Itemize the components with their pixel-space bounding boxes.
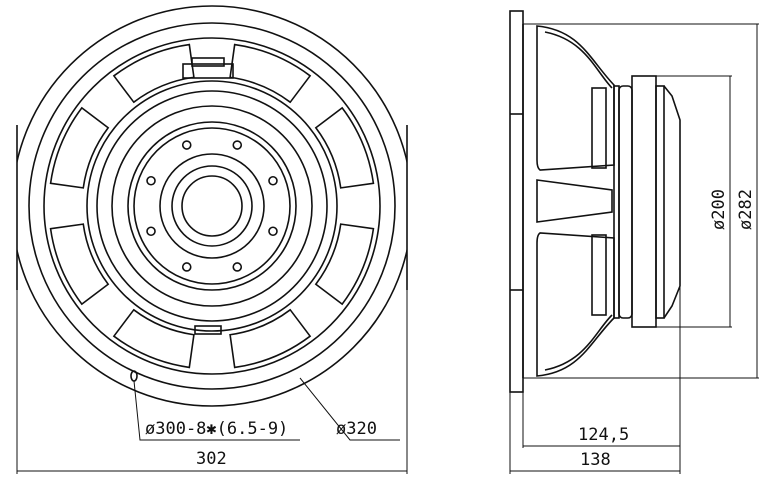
spoke-window: [112, 308, 195, 369]
basket-lower: [536, 232, 615, 377]
spoke-window: [49, 106, 110, 189]
spoke-window: [112, 43, 195, 104]
back-plate: [655, 85, 665, 319]
plate-hole: [146, 226, 156, 237]
width-label: 302: [196, 449, 227, 469]
mounting-flange: [509, 10, 524, 393]
rear-cap: [663, 85, 681, 319]
spoke-window: [229, 43, 312, 104]
spoke-window: [314, 223, 375, 306]
plate-hole: [268, 226, 278, 237]
plate-hole: [181, 140, 192, 150]
bolt-circle-leader: [133, 380, 300, 441]
magnet: [631, 75, 657, 328]
spoke-window: [49, 223, 110, 306]
side-view: ø200 ø282 124,5 138: [509, 10, 759, 474]
outer-frame: [17, 5, 407, 407]
front-view: ø300-8✱(6.5-9) ø320 302: [16, 5, 408, 474]
plate-hole: [146, 175, 156, 186]
outer-diameter-label: ø320: [336, 419, 377, 439]
plate-hole: [181, 262, 192, 272]
mounting-depth-label: 124,5: [578, 425, 629, 445]
basket-upper: [536, 25, 615, 171]
basket-spokes: [49, 43, 375, 369]
dust-cap: [171, 165, 253, 247]
total-depth-label: 138: [580, 450, 611, 470]
plate-hole: [232, 140, 243, 150]
magnet-diameter-label: ø200: [709, 189, 729, 230]
frame-inner-rim: [28, 22, 396, 390]
cone: [111, 105, 313, 307]
bolt-circle-label: ø300-8✱(6.5-9): [145, 419, 288, 439]
basket-diameter-label: ø282: [736, 189, 756, 230]
plate-hole: [232, 262, 243, 272]
outer-diameter-leader: [299, 377, 400, 441]
magnet-plate: [127, 121, 297, 291]
spoke-window: [314, 106, 375, 189]
surround: [86, 80, 338, 332]
basket-spoke: [536, 179, 613, 223]
vent-tab: [194, 325, 222, 335]
mounting-holes: [146, 140, 278, 272]
spoke-window: [229, 308, 312, 369]
pole-ring: [159, 153, 265, 259]
bolt-hole: [130, 370, 138, 382]
terminal: [182, 63, 234, 79]
plate-hole: [268, 175, 278, 186]
